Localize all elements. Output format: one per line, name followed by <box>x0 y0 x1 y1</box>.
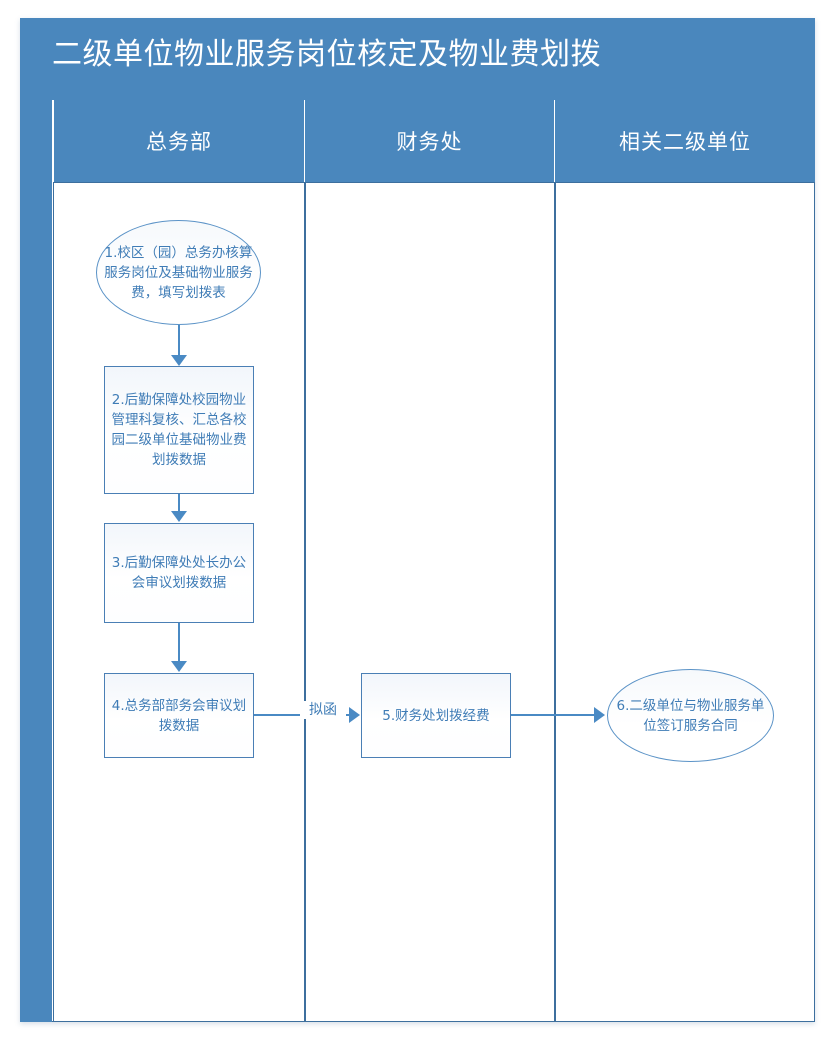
flow-node-2-label: 2.后勤保障处校园物业管理科复核、汇总各校园二级单位基础物业费划拨数据 <box>111 392 247 468</box>
lane-divider-2 <box>554 182 556 1022</box>
lane-header-erjidanwei: 相关二级单位 <box>554 100 815 182</box>
flow-node-4-label: 4.总务部部务会审议划拨数据 <box>111 697 247 734</box>
arrow-down-icon <box>171 661 187 672</box>
connector-5-to-6 <box>511 714 595 716</box>
left-accent-rail <box>20 100 52 1022</box>
connector-1-to-2 <box>178 325 180 356</box>
arrow-right-icon <box>594 707 605 723</box>
flow-node-2[interactable]: 2.后勤保障处校园物业管理科复核、汇总各校园二级单位基础物业费划拨数据 <box>104 366 254 494</box>
flow-node-1[interactable]: 1.校区（园）总务办核算服务岗位及基础物业服务费，填写划拨表 <box>96 220 261 325</box>
arrow-right-icon <box>349 707 360 723</box>
flow-node-5-label: 5.财务处划拨经费 <box>382 707 490 724</box>
lane-header-caiwuchu: 财务处 <box>304 100 554 182</box>
lane-header-label: 财务处 <box>396 130 463 154</box>
diagram-frame <box>20 18 815 1022</box>
lane-header-label: 相关二级单位 <box>619 130 751 154</box>
lane-divider-1 <box>304 182 306 1022</box>
lane-header-zongwubu: 总务部 <box>53 100 304 182</box>
connector-2-to-3 <box>178 494 180 512</box>
flow-node-3[interactable]: 3.后勤保障处处长办公会审议划拨数据 <box>104 523 254 623</box>
diagram-title: 二级单位物业服务岗位核定及物业费划拨 <box>52 37 601 72</box>
lane-divider-left-edge <box>53 182 54 1022</box>
flow-node-3-label: 3.后勤保障处处长办公会审议划拨数据 <box>111 555 247 591</box>
lane-body-top-border <box>53 182 815 183</box>
flow-node-4[interactable]: 4.总务部部务会审议划拨数据 <box>104 673 254 758</box>
arrow-down-icon <box>171 511 187 522</box>
lane-header-label: 总务部 <box>146 130 212 154</box>
flow-node-6-label: 6.二级单位与物业服务单位签订服务合同 <box>616 697 765 734</box>
connector-4-to-5-left <box>254 714 308 716</box>
flow-node-1-label: 1.校区（园）总务办核算服务岗位及基础物业服务费，填写划拨表 <box>104 244 253 301</box>
connector-3-to-4 <box>178 623 180 662</box>
flow-node-5[interactable]: 5.财务处划拨经费 <box>361 673 511 758</box>
diagram-title-bar: 二级单位物业服务岗位核定及物业费划拨 <box>20 18 815 100</box>
flow-node-6[interactable]: 6.二级单位与物业服务单位签订服务合同 <box>607 669 774 762</box>
edge-label-nihan: 拟函 <box>300 701 346 719</box>
arrow-down-icon <box>171 355 187 366</box>
